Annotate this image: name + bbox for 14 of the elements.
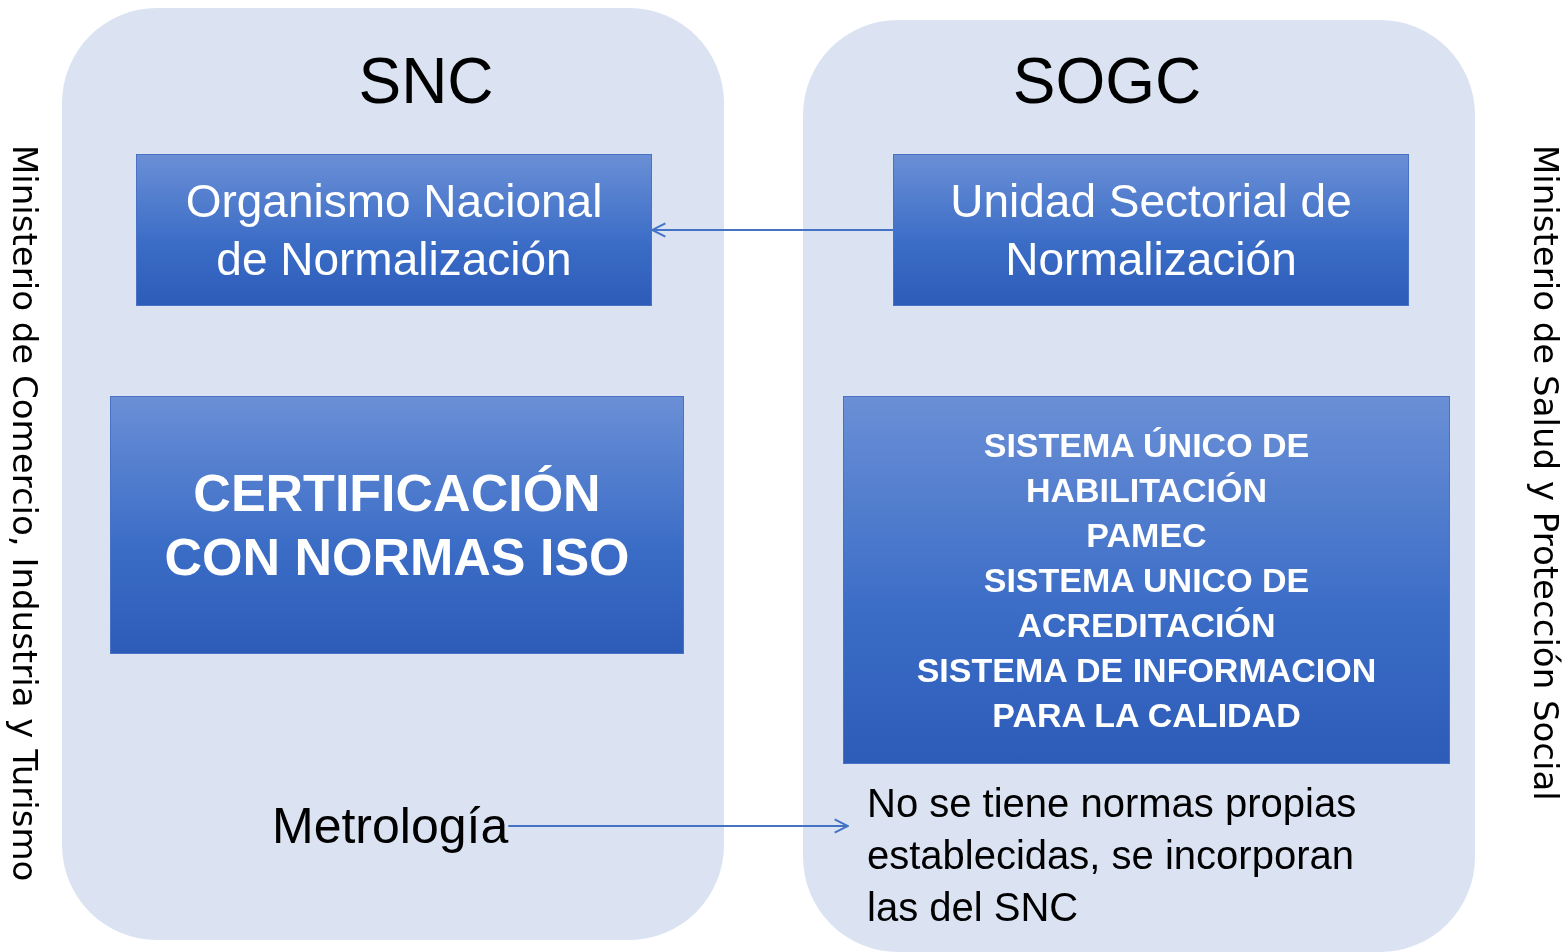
process-box: CERTIFICACIÓN CON NORMAS ISO bbox=[110, 396, 684, 654]
group-panel bbox=[803, 20, 1475, 952]
panel-title: SNC bbox=[357, 44, 495, 118]
process-box: Organismo Nacional de Normalización bbox=[136, 154, 652, 306]
vertical-label: Ministerio de Salud y Protección Social bbox=[1526, 145, 1562, 801]
process-box: Unidad Sectorial de Normalización bbox=[893, 154, 1409, 306]
vertical-label: Ministerio de Comercio, Industria y Turismo bbox=[5, 145, 45, 882]
text-label: Metrología bbox=[272, 796, 509, 856]
process-box: SISTEMA ÚNICO DE HABILITACIÓN PAMEC SISTEMA UNICO DE ACREDITACIÓN SISTEMA DE INFORMACION PARA LA CALIDAD bbox=[843, 396, 1450, 764]
text-label: No se tiene normas propias establecidas, se incorporan las del SNC bbox=[848, 774, 1400, 936]
arrow bbox=[507, 818, 849, 834]
arrow bbox=[651, 222, 894, 238]
panel-title: SOGC bbox=[1011, 44, 1203, 118]
group-panel bbox=[62, 8, 724, 940]
